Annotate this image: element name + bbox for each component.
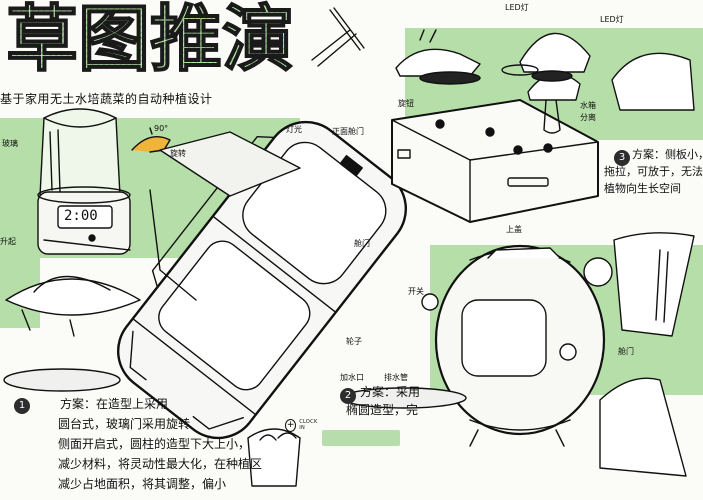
scheme-3-line-2: 拖拉，可放于，无法遇到 xyxy=(604,165,703,178)
title-text: 草图推演 xyxy=(6,0,294,78)
annotation-wheel: 轮子 xyxy=(346,337,362,346)
annotation-angle: 90° xyxy=(154,124,169,133)
clock-in-label: CLOCK IN xyxy=(299,419,318,431)
scheme-1-line-2: 圆台式，玻璃门采用旋转 xyxy=(58,417,191,431)
sheet-title: 草图推演 xyxy=(2,0,372,82)
title-lettering: 草图推演 xyxy=(5,0,295,82)
annotation-switch-left: 开关 xyxy=(408,287,424,296)
scheme-2-number: 2 xyxy=(340,388,356,404)
annotation-knob: 旋钮 xyxy=(398,99,414,108)
plus-clock-icon: + xyxy=(285,418,297,432)
scheme-1-line-1: 方案：在造型上采用 xyxy=(60,397,169,411)
annotation-rotate: 旋转 xyxy=(170,149,186,158)
scheme-1-line-5: 减少占地面积，将其调整，偏小 xyxy=(58,477,227,491)
annotation-separate: 分离 xyxy=(580,113,596,122)
annotation-drip: 排水管 xyxy=(384,373,408,382)
scheme-2-line-2: 椭圆造型，完 xyxy=(346,403,419,417)
blurred-watermark xyxy=(322,430,400,446)
clock-in-stamp: + CLOCK IN xyxy=(285,417,321,433)
annotation-window-right: 舱门 xyxy=(618,347,634,356)
annotation-tank: 水箱 xyxy=(580,101,596,110)
annotation-add-water: 加水口 xyxy=(340,373,364,382)
scheme-1-number: 1 xyxy=(14,398,30,414)
scheme-3-line-3: 植物向生长空间 xyxy=(604,182,681,195)
scheme-3-line-1: 方案：侧板小，方便 xyxy=(632,148,703,161)
annotation-light: 灯光 xyxy=(286,125,302,134)
scheme-3-number: 3 xyxy=(614,150,630,166)
annotation-front-door: 正面舱门 xyxy=(332,127,364,136)
annotation-cover: 上盖 xyxy=(506,225,522,234)
subtitle: 基于家用无土水培蔬菜的自动种植设计 xyxy=(0,92,213,106)
annotation-led-b: LED灯 xyxy=(600,15,624,24)
scheme-2-line-1: 方案：采用 xyxy=(360,385,421,399)
scheme-1-line-4: 减少材料，将灵动性最大化，在种植区 xyxy=(58,457,263,471)
annotation-lift: 升起 xyxy=(0,237,16,246)
annotation-window: 舱门 xyxy=(354,239,370,248)
annotation-glass: 玻璃 xyxy=(2,139,18,148)
timer-display: 2:00 xyxy=(64,208,98,224)
annotation-led-a: LED灯 xyxy=(505,3,529,12)
scheme-1-line-3: 侧面开启式，圆柱的造型下大上小， xyxy=(58,437,251,451)
